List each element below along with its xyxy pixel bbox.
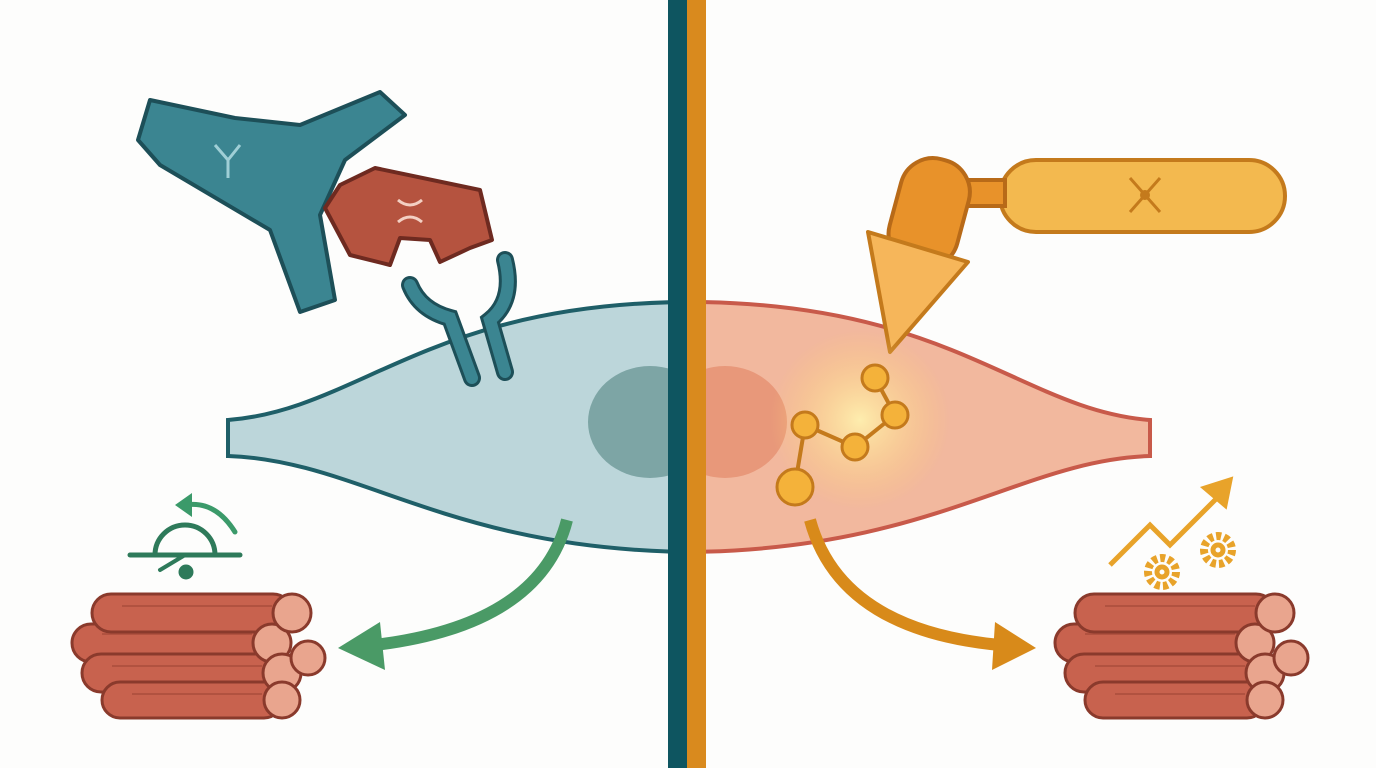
agonist-rod-icon (886, 156, 1287, 270)
receptor-icon (401, 251, 517, 387)
antibody-icon (136, 90, 407, 314)
green-arrow-icon (338, 518, 573, 670)
trend-up-gears-icon (1108, 476, 1236, 590)
molecule-chain-icon (770, 330, 950, 510)
funnel-icon (866, 230, 970, 354)
muscle-bundle-right (1053, 592, 1310, 720)
receptor-blocker-icon (323, 166, 494, 267)
orange-arrow-icon (804, 518, 1036, 670)
left-cell (226, 300, 668, 554)
muscle-bundle-left (70, 592, 327, 720)
divider-right (687, 0, 706, 768)
dial-decrease-icon (127, 493, 243, 580)
right-nucleus (706, 366, 787, 478)
divider-left (668, 0, 687, 768)
left-nucleus (588, 366, 668, 478)
